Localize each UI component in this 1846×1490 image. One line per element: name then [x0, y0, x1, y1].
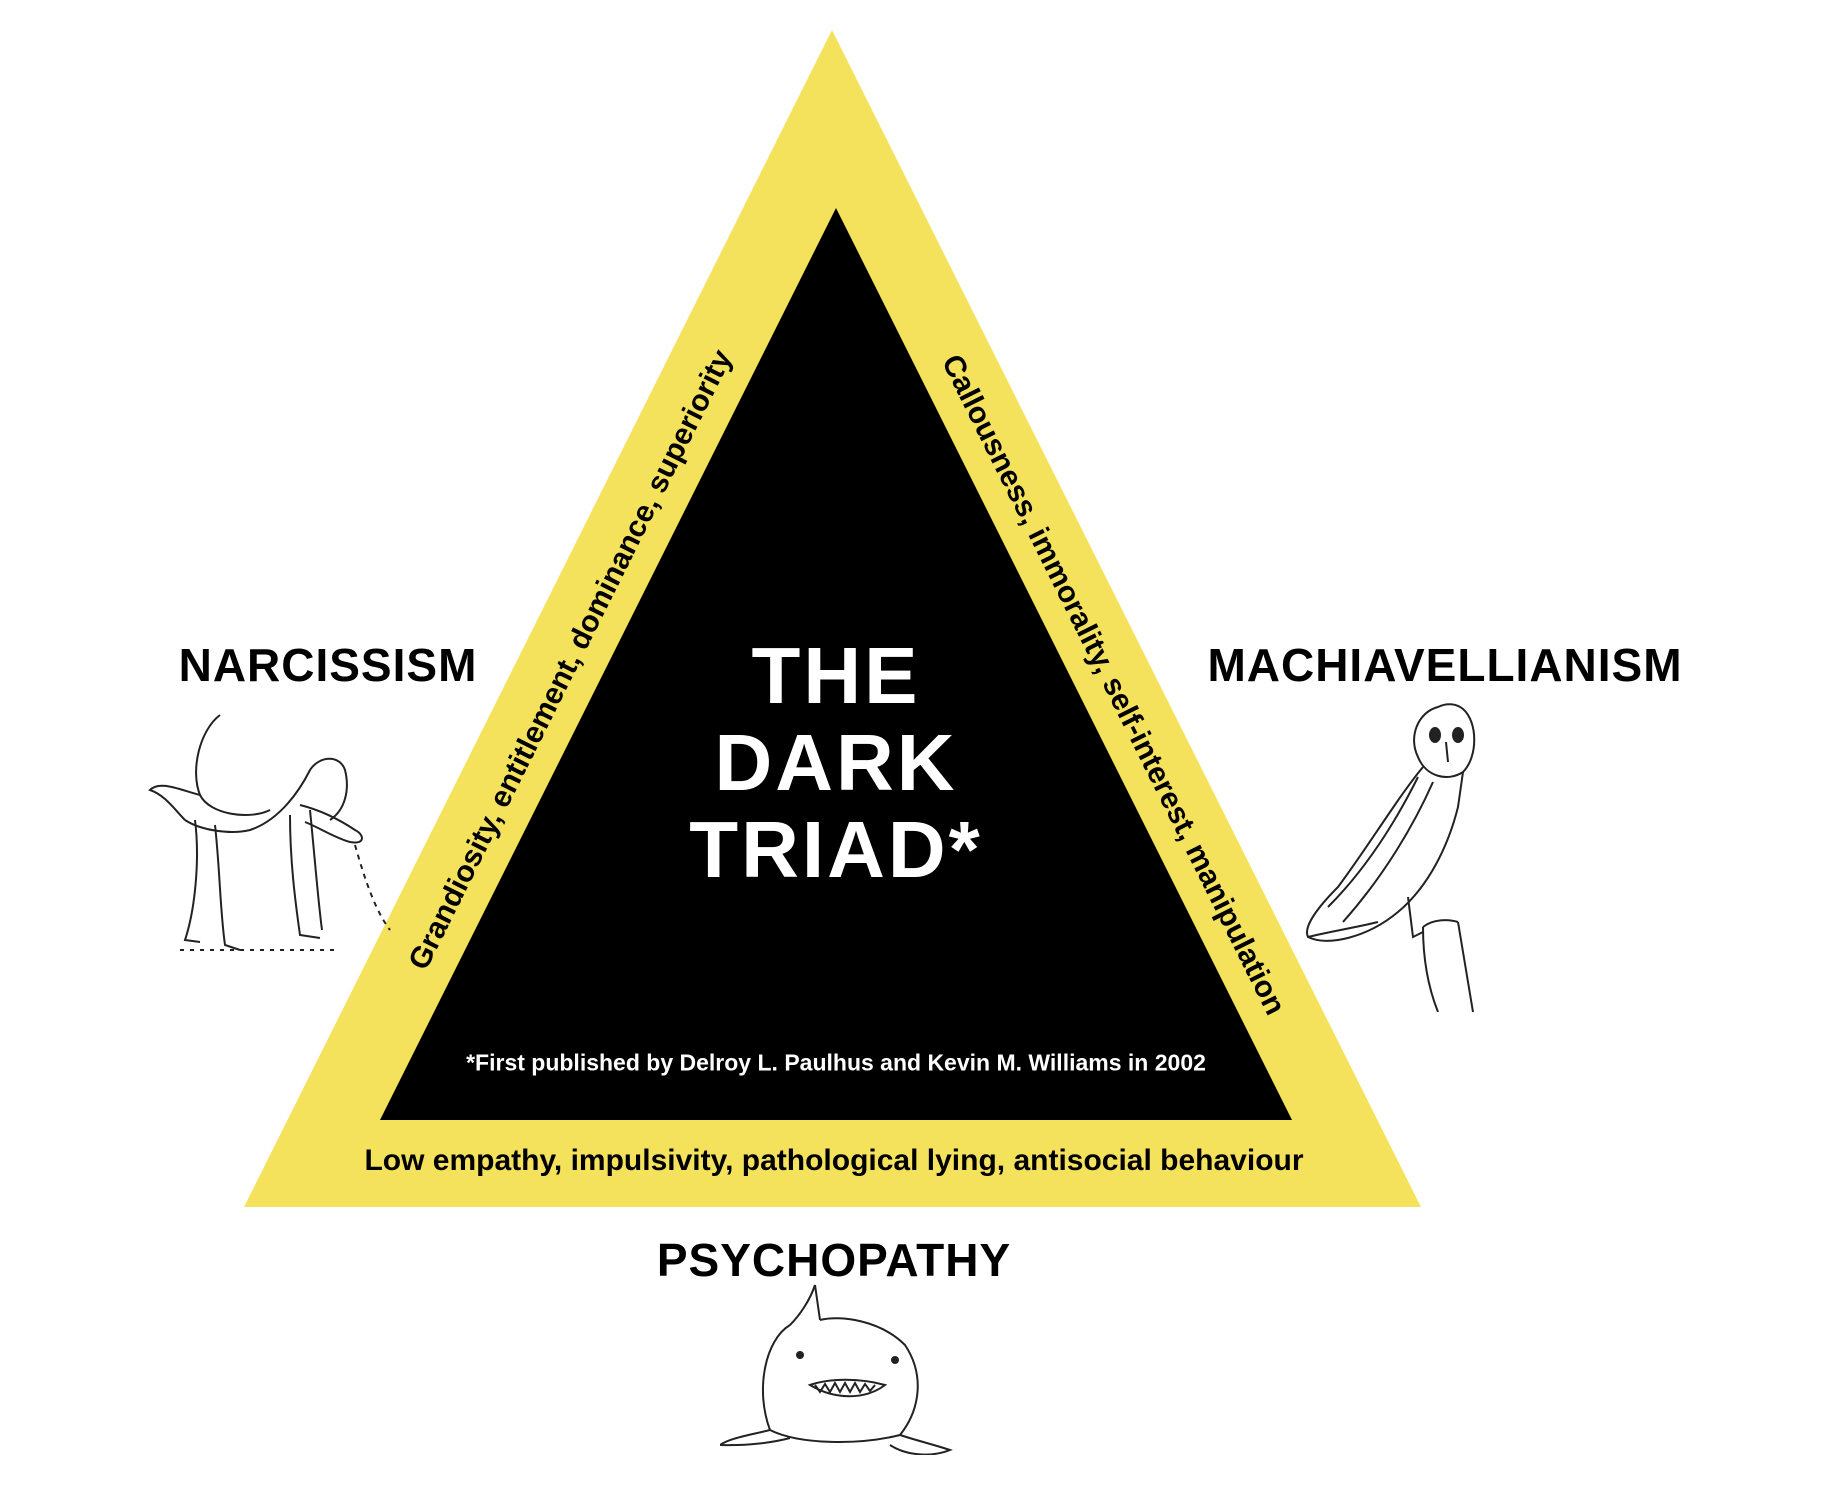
machiavellianism-label: MACHIAVELLIANISM: [1207, 639, 1683, 691]
dog-icon: [148, 714, 391, 951]
shark-icon: [720, 1284, 953, 1455]
owl-icon: [1306, 703, 1476, 1012]
psychopathy-description: Low empathy, impulsivity, pathological l…: [364, 1144, 1304, 1177]
footnote: *First published by Delroy L. Paulhus an…: [466, 1049, 1206, 1076]
title-line-1: THE: [751, 631, 921, 720]
title-line-3: TRIAD*: [689, 805, 983, 894]
title-line-2: DARK: [714, 718, 958, 807]
psychopathy-label: PSYCHOPATHY: [656, 1234, 1012, 1286]
inner-triangle: [380, 208, 1292, 1120]
narcissism-label: NARCISSISM: [178, 639, 478, 691]
